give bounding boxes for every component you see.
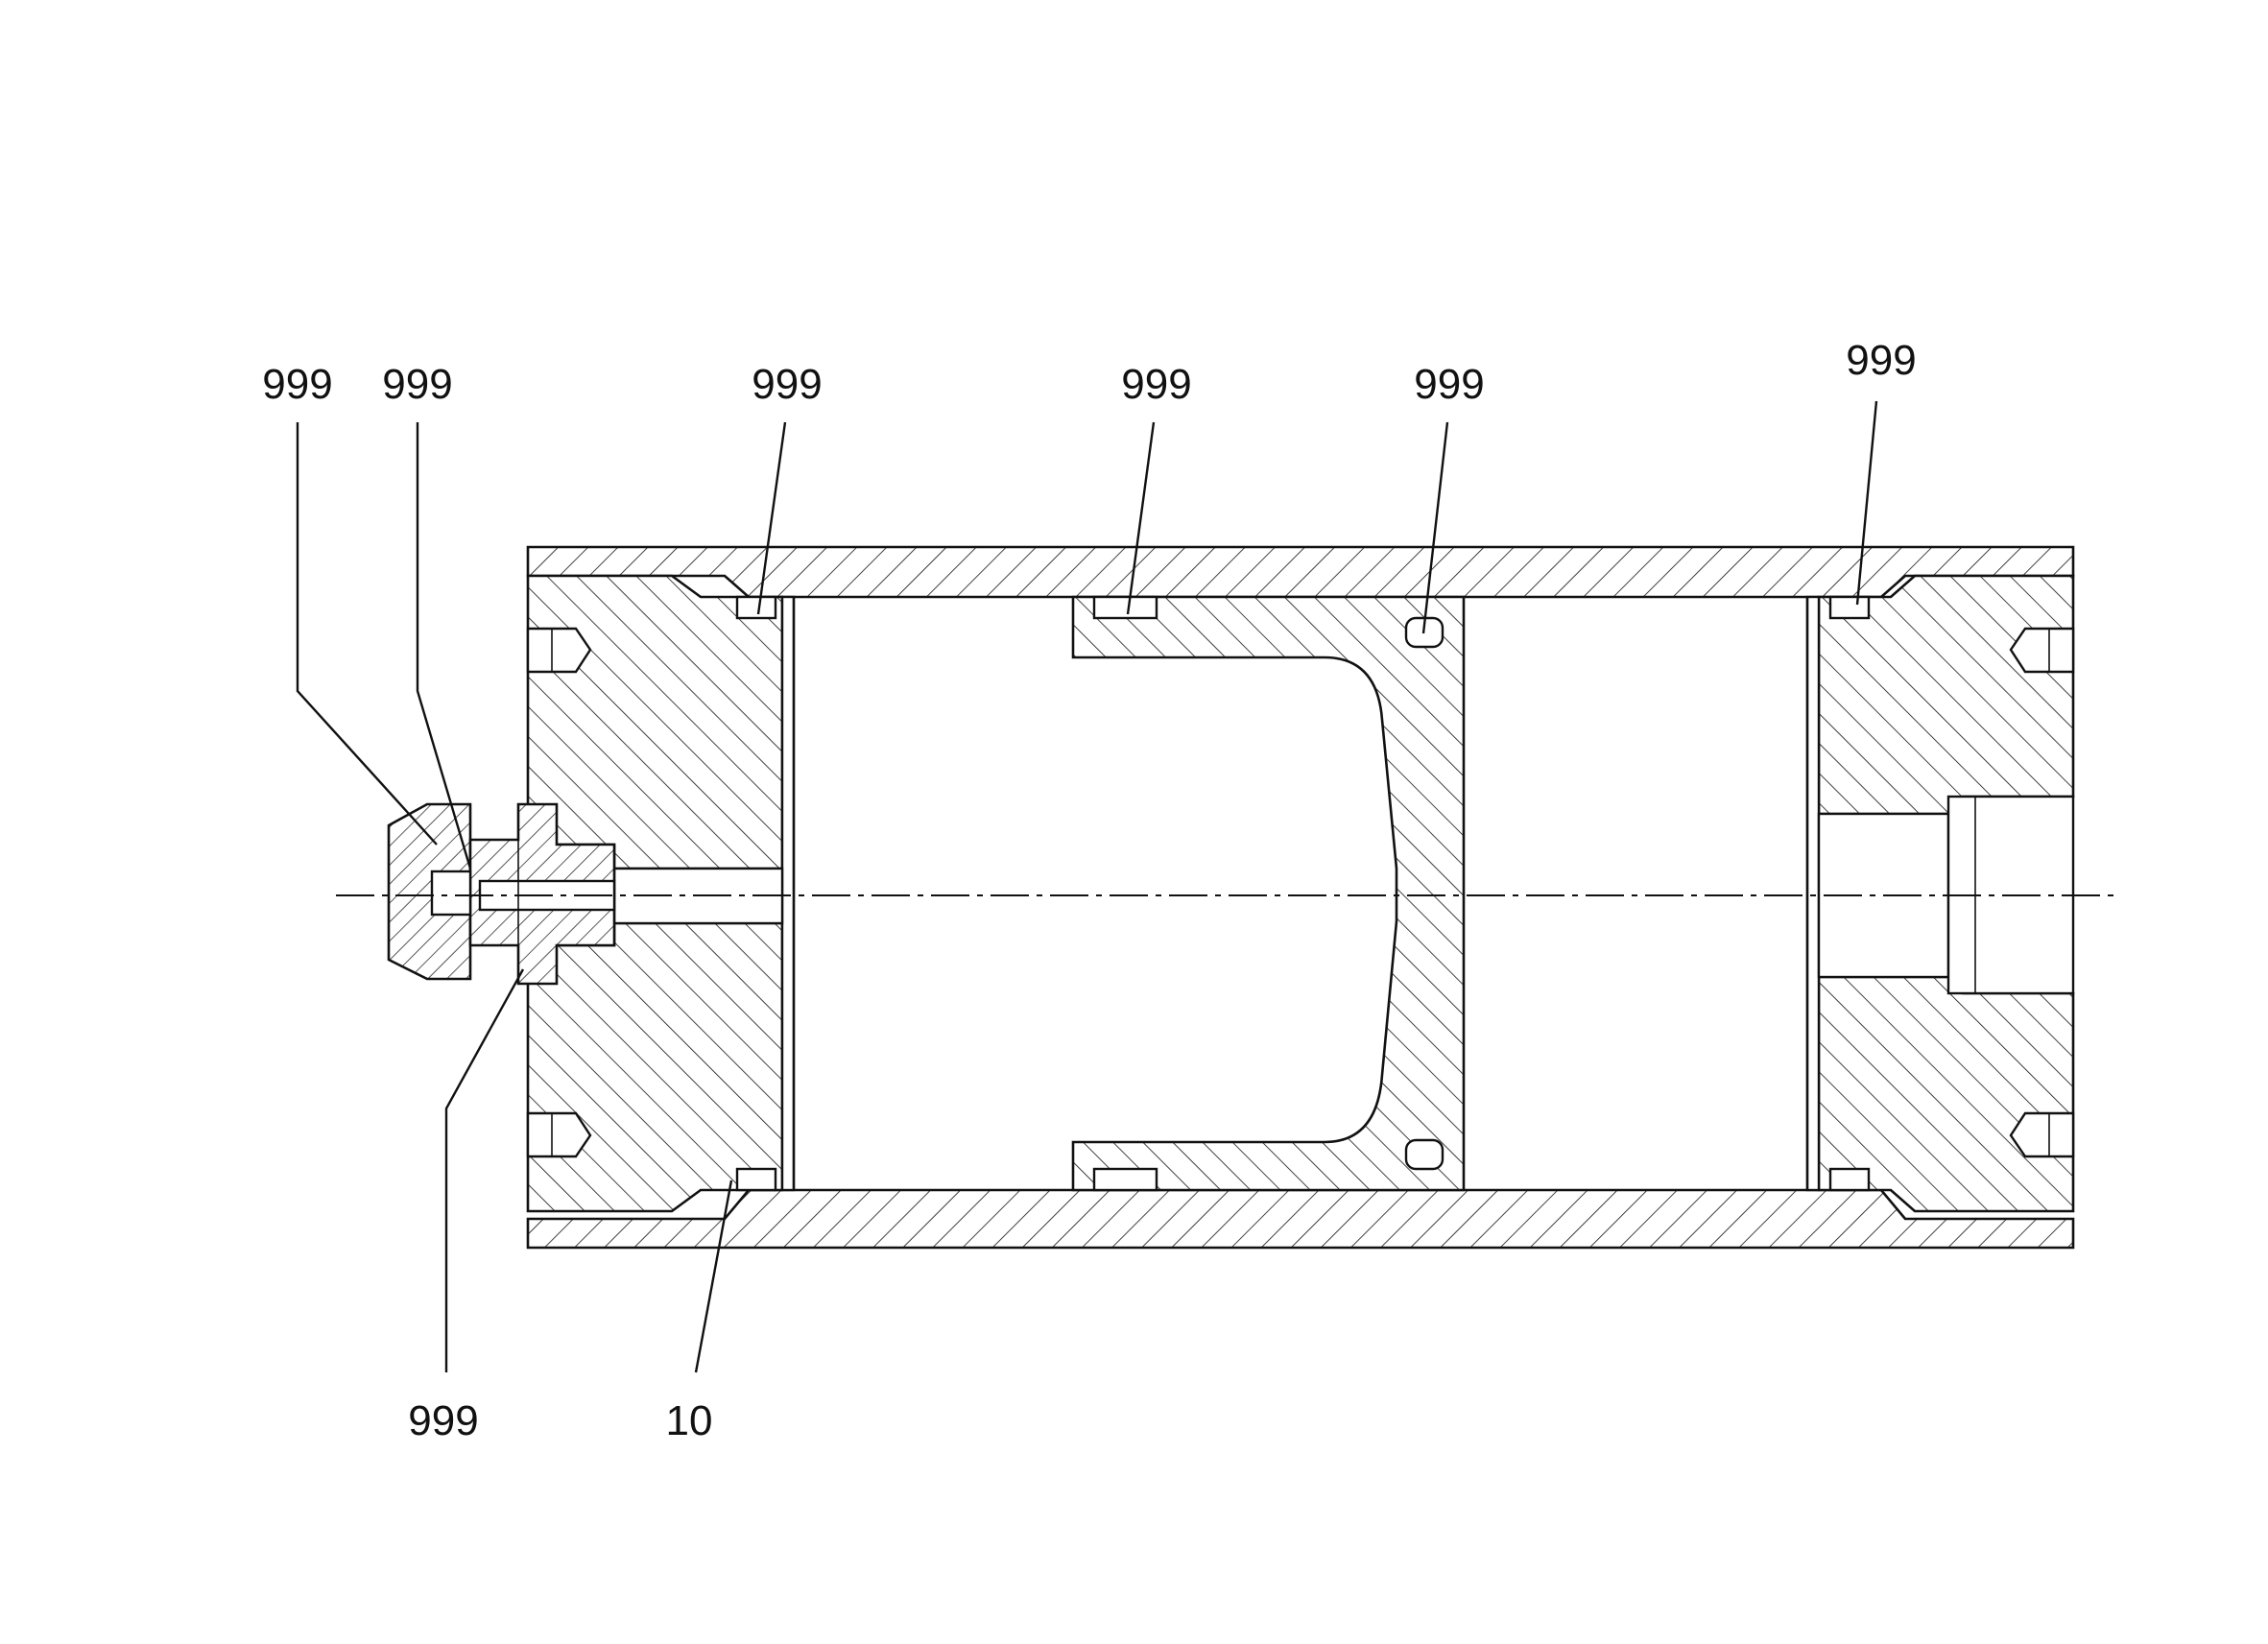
left-cap-rim — [780, 595, 796, 1192]
tube-wall-bottom — [526, 1188, 2075, 1250]
valve-seat — [430, 870, 472, 917]
piston-groove-bottom-right — [1404, 1138, 1444, 1171]
left-cap-groove-top — [735, 595, 777, 620]
outer-tube — [526, 545, 2075, 1250]
tube-wall-top — [526, 545, 2075, 599]
left-bolt-hole-bottom — [526, 1111, 592, 1158]
piston-body — [1071, 595, 1466, 1192]
piston-groove-top-left — [1092, 595, 1158, 620]
right-cap-groove-bottom — [1828, 1167, 1871, 1192]
ref-label-top-3: 999 — [752, 361, 822, 408]
valve-nut — [387, 802, 472, 981]
leader-lines — [296, 400, 1878, 1373]
right-bolt-hole-top — [2009, 627, 2075, 674]
right-end-cap — [1805, 574, 2075, 1213]
ref-label-top-6: 999 — [1846, 337, 1916, 384]
ref-label-bottom-1: 999 — [408, 1397, 478, 1444]
ref-label-bottom-2: 10 — [666, 1397, 713, 1444]
ref-label-top-4: 999 — [1121, 361, 1191, 408]
ref-label-top-1: 999 — [262, 361, 332, 408]
right-cap-groove-top — [1828, 595, 1871, 620]
left-cap-body — [526, 574, 784, 870]
right-bolt-hole-bottom — [2009, 1111, 2075, 1158]
left-end-cap — [526, 574, 796, 1213]
piston-groove-bottom-left — [1092, 1167, 1158, 1192]
left-cap-groove-bottom — [735, 1167, 777, 1192]
right-cap-rim — [1805, 595, 1821, 1192]
valve-fitting — [387, 802, 616, 986]
ref-label-top-2: 999 — [382, 361, 452, 408]
floating-piston — [1071, 595, 1466, 1192]
reference-labels: 999 999 999 999 999 999 999 10 — [262, 337, 1916, 1444]
ref-label-top-5: 999 — [1414, 361, 1484, 408]
left-bolt-hole-top — [526, 627, 592, 674]
